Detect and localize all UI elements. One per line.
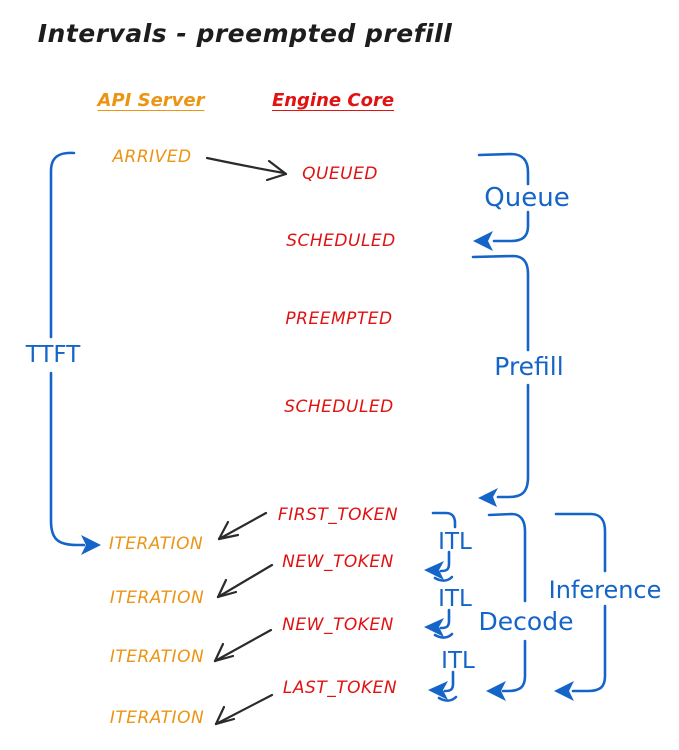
itl-bracket-3 (428, 670, 458, 702)
interval-label-itl-3: ITL (441, 648, 475, 674)
event-new-token-2: NEW_TOKEN (282, 615, 394, 635)
arrow-new-token1-to-iteration (216, 563, 274, 599)
itl-bracket-1 (424, 511, 457, 582)
event-iteration-3: ITERATION (109, 647, 205, 667)
queue-bracket (473, 152, 530, 251)
arrow-arrived-to-queued (205, 156, 288, 182)
column-header-engine-core: Engine Core (271, 90, 395, 111)
arrow-new-token2-to-iteration (213, 628, 273, 663)
prefill-bracket (471, 254, 530, 507)
event-arrived: ARRIVED (112, 147, 192, 167)
inference-bracket (554, 512, 607, 701)
interval-label-ttft: TTFT (25, 342, 81, 368)
event-preempted: PREEMPTED (285, 309, 393, 329)
column-header-api-server: API Server (97, 90, 205, 111)
arrow-last-token-to-iteration (214, 693, 274, 726)
ttft-bracket (49, 151, 101, 555)
event-first-token: FIRST_TOKEN (277, 505, 399, 525)
diagram-title: Intervals - preempted prefill (37, 19, 453, 48)
event-iteration-1: ITERATION (108, 534, 204, 554)
event-iteration-2: ITERATION (109, 588, 205, 608)
interval-label-itl-2: ITL (438, 586, 472, 612)
event-iteration-4: ITERATION (109, 708, 205, 728)
interval-label-itl-1: ITL (438, 529, 472, 555)
event-scheduled-1: SCHEDULED (286, 231, 396, 251)
event-last-token: LAST_TOKEN (282, 678, 398, 698)
arrow-first-token-to-iteration (217, 511, 268, 541)
itl-bracket-2 (424, 608, 454, 639)
decode-bracket (486, 512, 527, 701)
event-queued: QUEUED (302, 164, 378, 184)
interval-label-prefill: Prefill (494, 352, 564, 381)
interval-label-inference: Inference (548, 576, 662, 604)
event-scheduled-2: SCHEDULED (284, 397, 394, 417)
interval-label-decode: Decode (478, 607, 574, 636)
event-new-token-1: NEW_TOKEN (282, 552, 394, 572)
interval-label-queue: Queue (484, 183, 570, 213)
